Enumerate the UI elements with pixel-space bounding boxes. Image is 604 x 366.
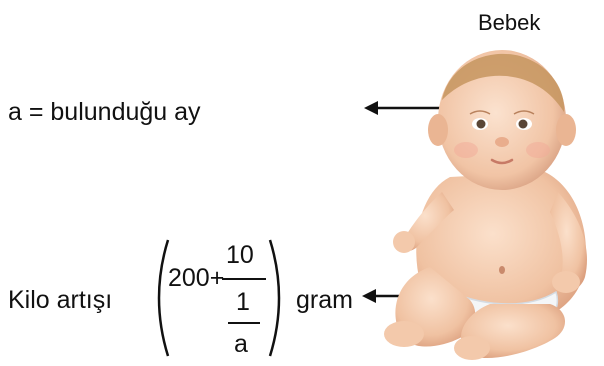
definition-text: a = bulunduğu ay: [8, 100, 201, 125]
left-parenthesis: [148, 238, 172, 358]
formula-unit: gram: [296, 288, 353, 313]
formula-prefix: Kilo artışı: [8, 288, 112, 313]
baby-title: Bebek: [478, 10, 540, 36]
right-parenthesis: [266, 238, 290, 358]
main-fraction-line: [222, 278, 266, 280]
baby-illustration: [380, 42, 602, 364]
formula-constant: 200+: [168, 266, 224, 291]
formula-numerator: 10: [226, 243, 254, 268]
inner-denominator: a: [234, 332, 248, 357]
inner-fraction-line: [228, 322, 260, 324]
inner-numerator: 1: [236, 290, 250, 315]
